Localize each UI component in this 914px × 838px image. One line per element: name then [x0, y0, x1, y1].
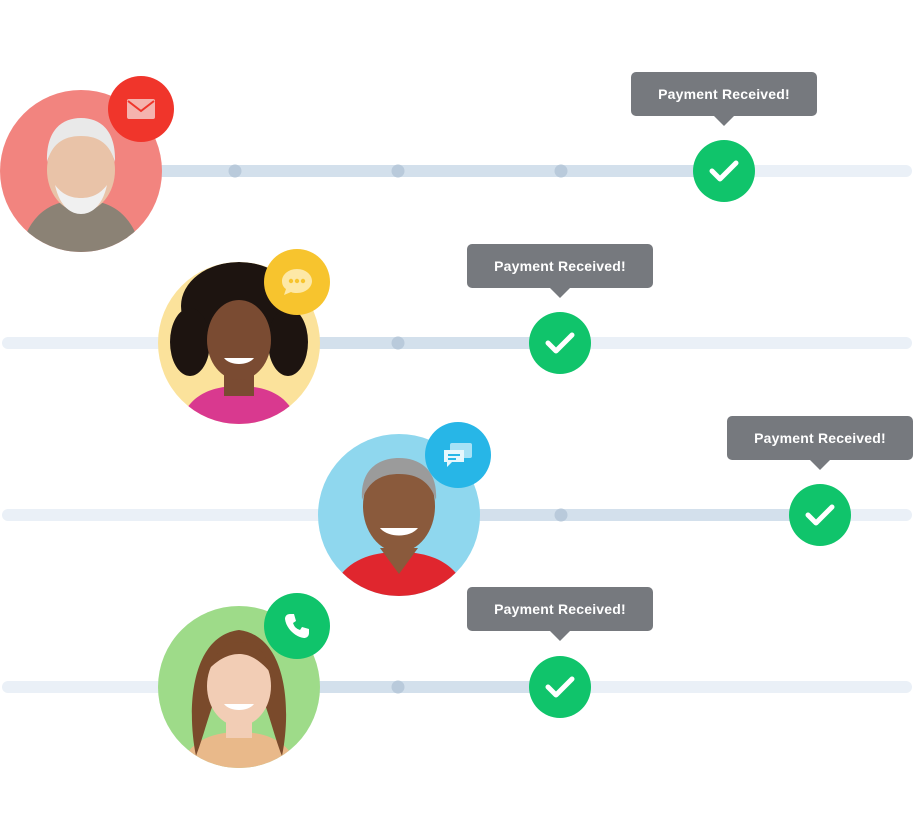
timeline-dot — [391, 164, 405, 178]
payment-check-4 — [529, 656, 591, 718]
payment-check-2 — [529, 312, 591, 374]
payment-tooltip-1: Payment Received! — [631, 72, 817, 116]
checkmark-icon — [544, 674, 576, 700]
message-icon — [442, 441, 474, 469]
payment-tooltip-2: Payment Received! — [467, 244, 653, 288]
payment-check-1 — [693, 140, 755, 202]
checkmark-icon — [544, 330, 576, 356]
timeline-progress — [100, 165, 720, 177]
channel-badge-2 — [264, 249, 330, 315]
timeline-dot — [228, 164, 242, 178]
timeline-dot — [391, 680, 405, 694]
channel-badge-1 — [108, 76, 174, 142]
payment-check-3 — [789, 484, 851, 546]
customer-avatar-1 — [0, 90, 162, 252]
timeline-dot — [554, 164, 568, 178]
payment-tooltip-4: Payment Received! — [467, 587, 653, 631]
phone-icon — [283, 612, 311, 640]
customer-avatar-4 — [158, 606, 320, 768]
checkmark-icon — [708, 158, 740, 184]
mail-icon — [126, 98, 156, 120]
chat-bubble-icon — [280, 267, 314, 297]
customer-avatar-2 — [158, 262, 320, 424]
payment-tooltip-3: Payment Received! — [727, 416, 913, 460]
timeline-dot — [554, 508, 568, 522]
channel-badge-4 — [264, 593, 330, 659]
checkmark-icon — [804, 502, 836, 528]
channel-badge-3 — [425, 422, 491, 488]
timeline-dot — [391, 336, 405, 350]
timeline-progress — [398, 509, 820, 521]
